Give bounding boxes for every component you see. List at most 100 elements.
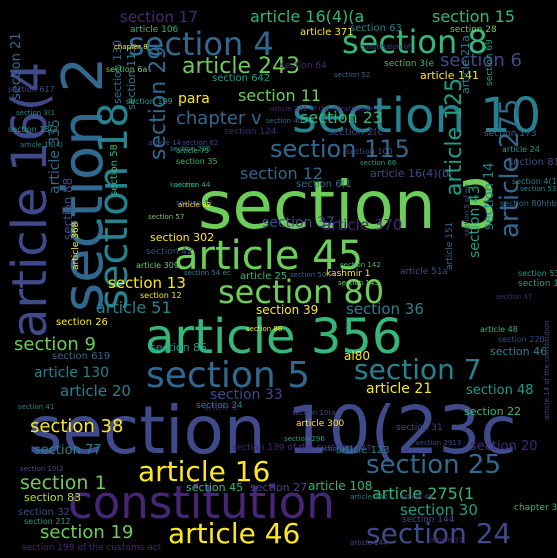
word-article-106: article 106 [130, 25, 179, 35]
word-section-212: section 212 [24, 517, 71, 526]
word-section-11: section 11 [238, 86, 322, 105]
word-chapter-8: chapter 8 [114, 43, 148, 51]
word-section-5-of-ep: section 5 of ep [463, 184, 471, 236]
word-section-69: section 69 [485, 39, 495, 86]
word-article-82: article 82 [178, 201, 212, 209]
word-article-275: article 275 [495, 98, 525, 238]
word-section-199-customs-act: section 199 of the customs act [22, 543, 162, 553]
word-section-33: section 33 [210, 387, 283, 403]
word-section-19: section 19 [40, 522, 134, 543]
word-section-46: section 46 [490, 345, 548, 358]
word-section-6: section 6 [440, 50, 523, 71]
word-section-14: section 14 [482, 162, 497, 231]
word-article-75: article 75 [176, 147, 210, 155]
word-section-6-1: section 6(1 [296, 179, 352, 190]
word-article-141: article 141 [420, 69, 479, 82]
word-constitution: constitution [68, 476, 335, 529]
word-article-46: article 46 [168, 517, 301, 550]
word-article-5: article 5 [204, 403, 237, 412]
word-chapter-v: chapter v [176, 108, 262, 129]
word-section-4-1: section 4(1 [512, 177, 557, 186]
word-section-38: section 38 [30, 416, 124, 437]
word-section-142: section 142 [340, 261, 381, 269]
word-article-275-1: article 275(1 [372, 484, 475, 503]
word-section-40: section 40 [266, 117, 303, 125]
word-section-44: section 44 [174, 181, 211, 189]
word-section-20: section 20 [470, 439, 538, 454]
word-section-2913: section 2913 [416, 439, 462, 447]
word-section-100: section 100 [346, 147, 393, 156]
word-section-25: section 25 [366, 450, 501, 480]
word-al80: al80 [344, 349, 370, 363]
word-article-243: article 243 [182, 54, 300, 79]
word-section-57: section 57 [148, 213, 185, 221]
word-section-2-c: section 2(c [328, 127, 383, 138]
word-section-220: section 220 [498, 335, 545, 344]
word-section-10-2: section 10(2 [20, 465, 64, 473]
word-section-143: section 143 [338, 279, 379, 287]
word-section-30: section 30 [400, 501, 478, 519]
word-section-49: section 49 [176, 199, 213, 207]
word-section-47-b: section 47 [316, 445, 353, 453]
word-section-37: section 37 [262, 215, 335, 231]
word-section-5: section 5 [146, 355, 311, 396]
word-section-619: section 619 [52, 351, 111, 362]
word-section-54-ec: section 54 ec [184, 269, 231, 277]
word-article-309: article 309 [136, 261, 179, 270]
word-section-28: section 28 [450, 25, 497, 35]
word-section-10-a: section 10(a [292, 409, 336, 417]
word-article-368: article 368 [71, 221, 81, 270]
word-section-10-23c: section 10(23c [28, 392, 517, 469]
word-section-36: section 36 [346, 300, 424, 318]
word-section-64: section 64 [280, 61, 327, 71]
word-section-58: section 58 [109, 144, 120, 196]
word-article-144: article 144 [350, 539, 388, 547]
word-section-225: section 225 [170, 145, 211, 153]
word-section-39: section 39 [256, 303, 319, 317]
word-section-3: section 3 [198, 167, 499, 244]
word-article-49: article 49 [400, 493, 434, 501]
word-section-13-2: section 13(2 [8, 125, 58, 134]
word-article-16-4-small: article 16(4) [20, 141, 64, 149]
word-section-52: section 52 [334, 71, 371, 79]
word-section-34: section 34 [196, 401, 243, 411]
word-section-302: section 302 [150, 231, 215, 244]
word-article-371: article 371 [300, 27, 354, 38]
word-kashmir-1: kashmir 1 [326, 269, 371, 279]
word-section-7: section 7 [354, 353, 482, 386]
word-article-130: article 130 [34, 365, 110, 381]
word-article-25: article 25 [240, 271, 288, 282]
word-section-22: section 22 [464, 405, 522, 418]
word-section-50: section 50 [290, 271, 327, 279]
word-section-80hhb: section 80hhb [500, 199, 557, 208]
word-section-32: section 32 [18, 507, 70, 518]
word-section-4: section 4 [128, 25, 274, 63]
word-article-262: article 262 [350, 493, 388, 501]
word-section-27: section 27 [250, 481, 308, 494]
word-article-16-4-b: article 16(4)(b [370, 167, 449, 180]
word-section-3-e: section 3(e [384, 59, 435, 69]
word-section-31: section 31 [396, 423, 443, 433]
word-section-144: section 144 [402, 515, 455, 525]
word-section-9: section 9 [14, 334, 97, 355]
word-article-151: article 151 [445, 221, 455, 270]
word-section-173: section 173 [484, 129, 537, 139]
word-section-26: section 26 [56, 317, 108, 328]
word-section-10: section 10 [292, 88, 542, 144]
word-kashmir: kashmir [170, 181, 198, 189]
word-section-81: section 81 [508, 157, 557, 168]
word-article-300: article 300 [296, 419, 345, 429]
word-section-53a: section 53a [518, 269, 557, 278]
word-section-139-customs-act: section 139 of the customs act [232, 443, 372, 453]
word-section-23: section 23 [300, 108, 384, 127]
word-article-356: article 356 [145, 309, 403, 365]
word-section-45: section 45 [186, 481, 244, 494]
word-article-14-constitution: article 14 of the constitution [543, 320, 551, 421]
word-article-341-constitution: article 341 of the constitution [270, 105, 374, 113]
word-section-12: section 12 [240, 164, 324, 183]
word-para: para [178, 91, 210, 107]
word-section-15: section 15 [432, 7, 516, 26]
word-article-24: article 24 [502, 145, 540, 154]
word-article-48: article 48 [480, 325, 518, 334]
